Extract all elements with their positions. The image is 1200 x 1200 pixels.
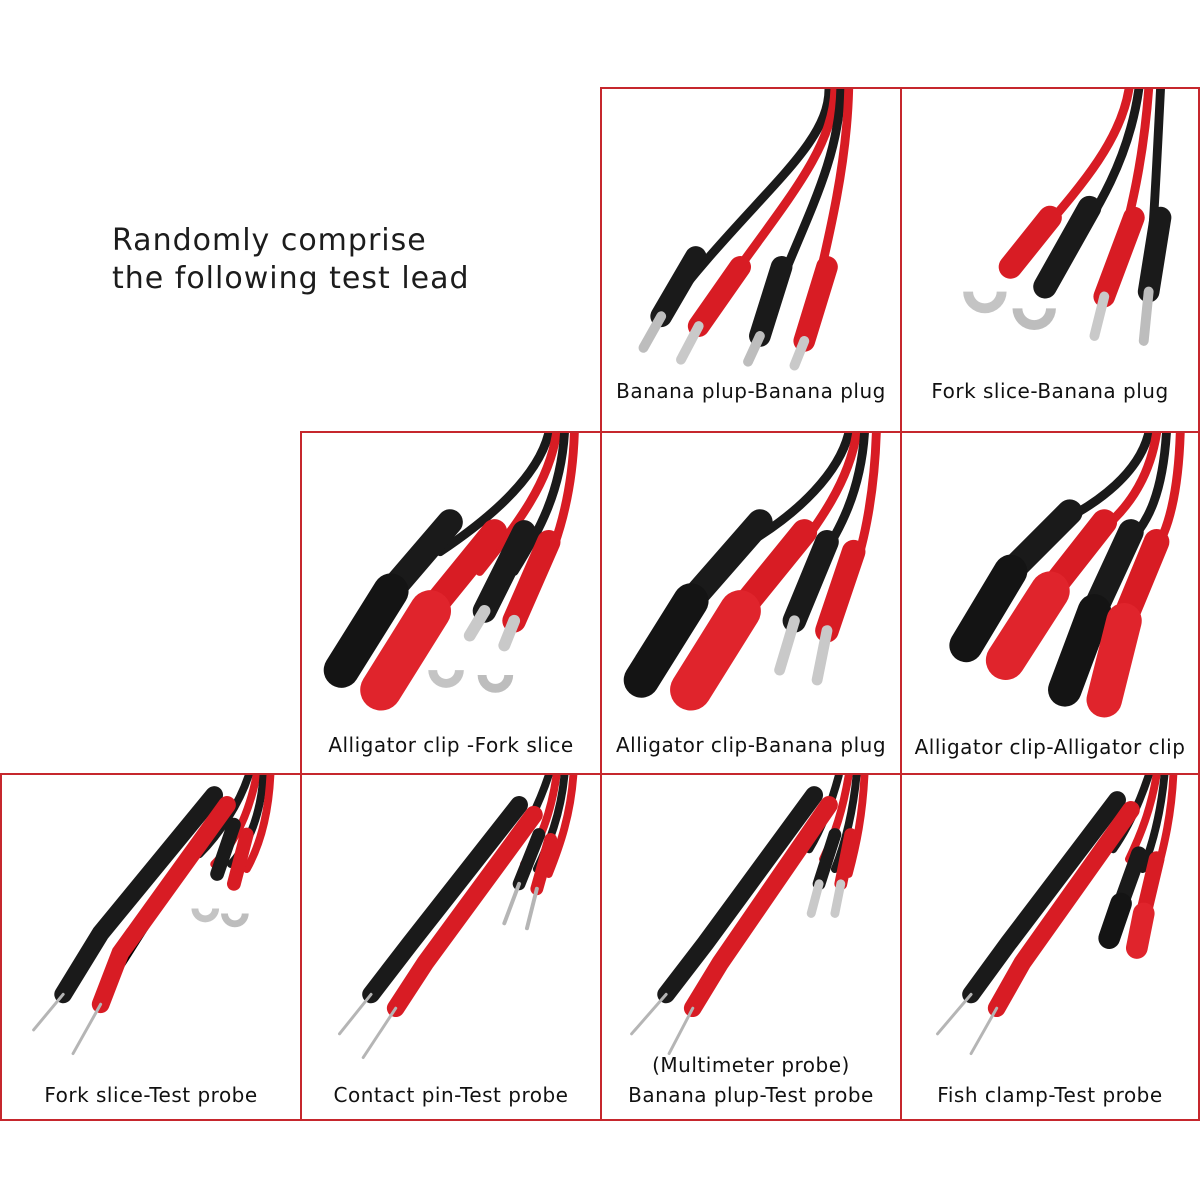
tile-alligator-fork: Alligator clip -Fork slice bbox=[300, 431, 602, 775]
tile-alligator-banana: Alligator clip-Banana plug bbox=[600, 431, 902, 775]
tile-fish-probe: Fish clamp-Test probe bbox=[900, 773, 1200, 1121]
heading: Randomly comprise the following test lea… bbox=[112, 222, 470, 298]
tile-caption: Alligator clip-Banana plug bbox=[615, 733, 887, 757]
tile-caption: Fish clamp-Test probe bbox=[937, 1083, 1163, 1107]
tile-caption: Fork slice-Banana plug bbox=[931, 379, 1169, 403]
tile-pin-probe: Contact pin-Test probe bbox=[300, 773, 602, 1121]
tile-banana-probe: (Multimeter probe) Banana plup-Test prob… bbox=[600, 773, 902, 1121]
fork-probe-lead-image bbox=[32, 775, 275, 1056]
tile-fork-banana: Fork slice-Banana plug bbox=[900, 87, 1200, 433]
tile-caption: Banana plup-Test probe bbox=[628, 1083, 874, 1107]
heading-line-1: Randomly comprise bbox=[112, 223, 427, 258]
tile-caption: Banana plup-Banana plug bbox=[616, 379, 886, 403]
heading-line-2: the following test lead bbox=[112, 261, 470, 296]
fork-banana-lead-image bbox=[963, 89, 1172, 346]
tile-caption: Alligator clip -Fork slice bbox=[328, 733, 574, 757]
tile-caption: Alligator clip-Alligator clip bbox=[914, 735, 1186, 759]
tile-note: (Multimeter probe) bbox=[652, 1053, 850, 1077]
banana-banana-lead-image bbox=[638, 89, 854, 371]
fish-probe-lead-image bbox=[936, 775, 1178, 1056]
pin-probe-lead-image bbox=[338, 775, 578, 1059]
banana-probe-lead-image bbox=[630, 775, 869, 1056]
tile-fork-probe: Fork slice-Test probe bbox=[0, 773, 302, 1121]
alligator-alligator-lead-image bbox=[949, 433, 1185, 718]
tile-banana-banana: Banana plup-Banana plug bbox=[600, 87, 902, 433]
alligator-banana-lead-image bbox=[623, 433, 881, 711]
tile-caption: Fork slice-Test probe bbox=[44, 1083, 258, 1107]
alligator-fork-lead-image bbox=[323, 433, 579, 711]
tile-alligator-alligator: Alligator clip-Alligator clip bbox=[900, 431, 1200, 775]
tile-caption: Contact pin-Test probe bbox=[333, 1083, 569, 1107]
